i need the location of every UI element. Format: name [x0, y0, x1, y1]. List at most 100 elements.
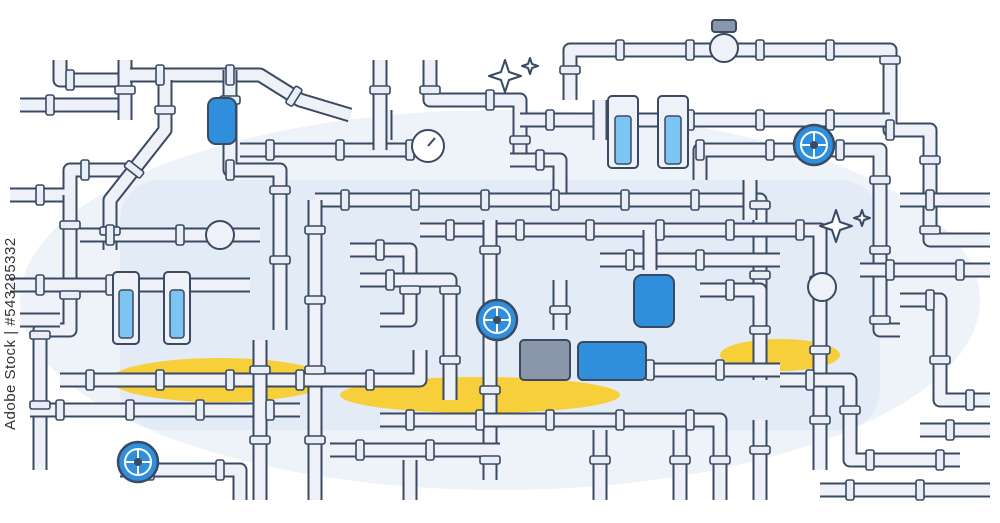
pipe-flange [385, 269, 395, 291]
pipe-flange [695, 139, 705, 161]
pipe-flange [304, 295, 326, 305]
pipe-segment [510, 154, 566, 200]
pipe-flange [929, 355, 951, 365]
pipe-segment [780, 374, 960, 466]
pipe-flange [515, 219, 525, 241]
pipe-flange [405, 409, 415, 431]
pipe-flange [225, 64, 235, 86]
pipe-flange [559, 65, 581, 75]
pipe-flange [755, 109, 765, 131]
pipe-segment [900, 294, 990, 406]
pipe-flange [65, 69, 75, 91]
pipe-flange [839, 405, 861, 415]
pipe-flange [915, 479, 925, 501]
pipe-flange [825, 39, 835, 61]
pipe-flange [175, 224, 185, 246]
pipe-flange [545, 109, 555, 131]
pipe-flange [195, 399, 205, 421]
pipe-flange [919, 155, 941, 165]
pipe-flange [685, 39, 695, 61]
pipe-flange [45, 94, 55, 116]
pipe-flange [365, 369, 375, 391]
pipe-flange [550, 189, 560, 211]
pipe-flange [755, 39, 765, 61]
sparkle-icon [819, 209, 853, 243]
pipe-flange [725, 219, 735, 241]
pipe-flange [265, 139, 275, 161]
pipe-flange [545, 409, 555, 431]
pipe-flange [485, 89, 495, 111]
pipe-flange [625, 249, 635, 271]
pipe-flange [725, 279, 735, 301]
pipe-flange [935, 449, 945, 471]
pipe-flange [285, 85, 303, 107]
valve-wheel-icon [792, 123, 836, 167]
pipe-flange [249, 435, 271, 445]
pipe-flange [265, 399, 275, 421]
pipe-flange [445, 219, 455, 241]
valve-wheel-icon [475, 298, 519, 342]
pipe-flange [715, 359, 725, 381]
pipe-flange [749, 270, 771, 280]
pipe-flange [29, 330, 51, 340]
pipe-flange [375, 239, 385, 261]
pipe-flange [355, 439, 365, 461]
valve-wheel-icon [116, 440, 160, 484]
flow-meter-icon [205, 19, 837, 302]
pipe-flange [369, 85, 391, 95]
pipe-flange [269, 255, 291, 265]
pipe-flange [709, 455, 731, 465]
pipe-flange [690, 189, 700, 211]
pipe-flange [59, 220, 81, 230]
pipe-flange [410, 189, 420, 211]
pipe-segment [424, 60, 526, 160]
water-filter-top-icon [607, 95, 689, 169]
pipe-flange [29, 400, 51, 410]
pipe-flange [439, 355, 461, 365]
valve-wheels [116, 123, 836, 484]
pipe-flange [749, 200, 771, 210]
pipe-flange [825, 109, 835, 131]
stock-watermark: Adobe Stock | #543285332 [2, 237, 19, 430]
pipe-segment [120, 464, 246, 500]
pipe-flange [835, 139, 845, 161]
sparkles [488, 57, 871, 243]
pipe-segment [34, 195, 76, 470]
pipe-flange [869, 175, 891, 185]
pipe-flange [335, 139, 345, 161]
pipe-flange [809, 345, 831, 355]
pipe-flange [945, 419, 955, 441]
pipe-flange [585, 219, 595, 241]
pipe-flange [589, 455, 611, 465]
pipe-flange [225, 159, 235, 181]
pump-motor-icon [519, 274, 675, 381]
pipe-flange [114, 85, 136, 95]
pipe-flange [685, 409, 695, 431]
pipe-flange [645, 359, 655, 381]
pipe-flange [615, 39, 625, 61]
pipe-flange [549, 305, 571, 315]
pipe-flange [535, 149, 545, 171]
pipe-flange [35, 184, 45, 206]
pipe-flange [479, 385, 501, 395]
pipe-flange [805, 369, 815, 391]
pipe-flange [80, 159, 90, 181]
pipe-flange [475, 409, 485, 431]
pipe-flange [419, 85, 441, 95]
pipe-flange [655, 219, 665, 241]
pipe-flange [919, 225, 941, 235]
pipe-flange [340, 189, 350, 211]
pipe-flange [125, 399, 135, 421]
pipe-flange [749, 445, 771, 455]
pipe-flange [155, 64, 165, 86]
pipe-flange [845, 479, 855, 501]
water-filter-left-icon [112, 271, 191, 345]
pipe-flange [885, 119, 895, 141]
pipe-flange [155, 369, 165, 391]
sparkle-icon [521, 57, 539, 75]
blue-tank-icon [207, 97, 237, 145]
pipe-flange [55, 399, 65, 421]
pipe-segment [130, 69, 352, 121]
